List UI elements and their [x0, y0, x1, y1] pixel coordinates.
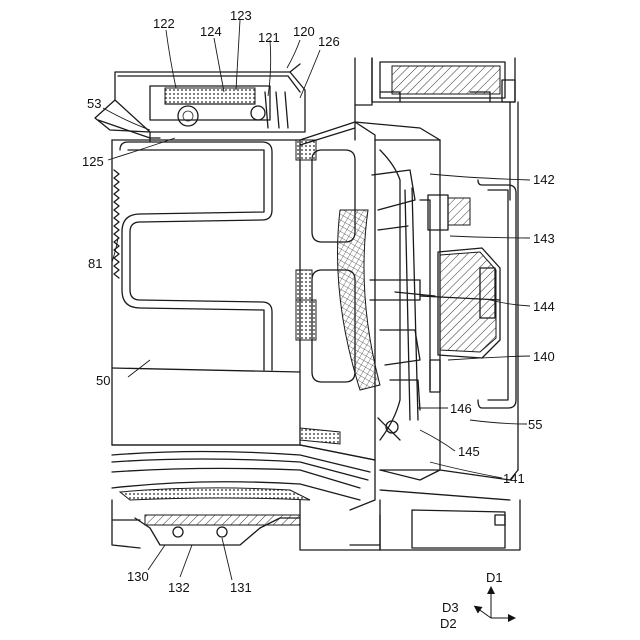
label-50: 50 — [96, 373, 110, 388]
label-125: 125 — [82, 154, 104, 169]
label-126: 126 — [318, 34, 340, 49]
motor-144 — [420, 195, 500, 392]
label-81: 81 — [88, 256, 102, 271]
direction-indicator: D1 D3 D2 — [440, 570, 512, 631]
label-144: 144 — [533, 299, 555, 314]
label-121: 121 — [258, 30, 280, 45]
label-132: 132 — [168, 580, 190, 595]
axis-label-d1: D1 — [486, 570, 503, 585]
lower-right-structure — [380, 470, 520, 550]
axis-label-d3: D3 — [442, 600, 459, 615]
label-130: 130 — [127, 569, 149, 584]
label-124: 124 — [200, 24, 222, 39]
label-143: 143 — [533, 231, 555, 246]
label-122: 122 — [153, 16, 175, 31]
blower-assembly-140 — [338, 140, 441, 480]
label-131: 131 — [230, 580, 252, 595]
label-120: 120 — [293, 24, 315, 39]
label-140: 140 — [533, 349, 555, 364]
label-141: 141 — [503, 471, 525, 486]
label-145: 145 — [458, 444, 480, 459]
lower-base — [112, 445, 380, 550]
cabinet-body-50 — [112, 140, 300, 445]
front-panel — [296, 122, 440, 460]
label-146: 146 — [450, 401, 472, 416]
label-55: 55 — [528, 417, 542, 432]
axis-label-d2: D2 — [440, 616, 457, 631]
label-142: 142 — [533, 172, 555, 187]
duct-module-120 — [95, 64, 305, 142]
label-123: 123 — [230, 8, 252, 23]
label-53: 53 — [87, 96, 101, 111]
